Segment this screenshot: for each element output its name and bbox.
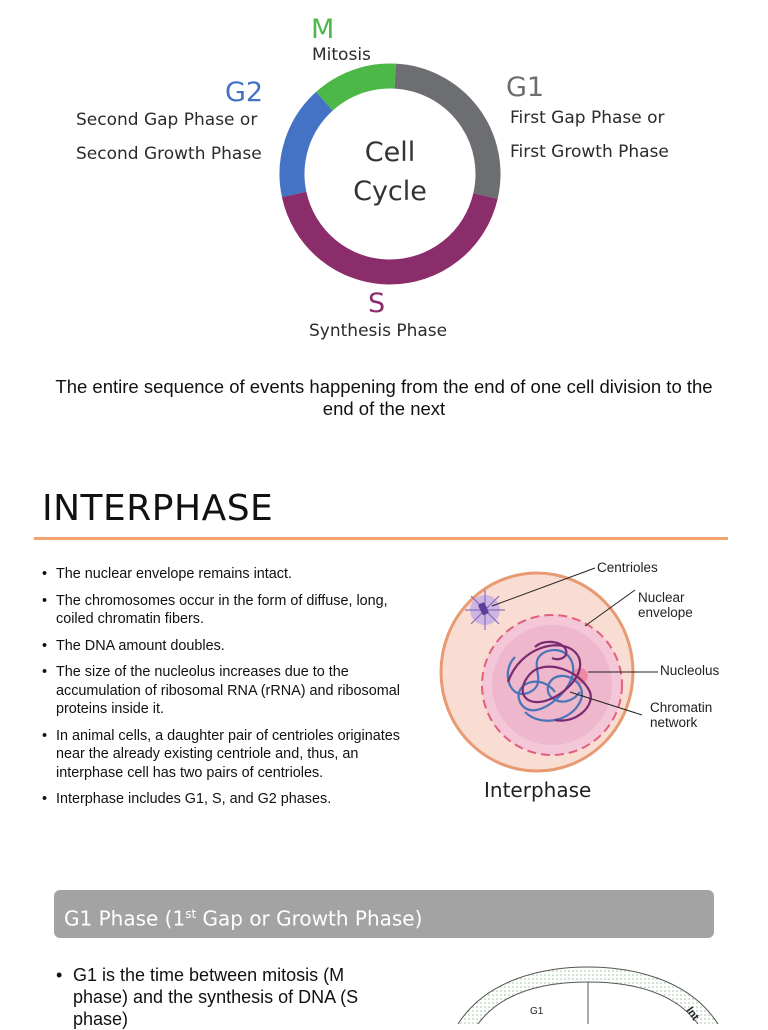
g1-cycle-diagram-partial: G1 Int bbox=[457, 966, 719, 1024]
list-item: The chromosomes occur in the form of dif… bbox=[40, 592, 410, 629]
g1-phase-banner: G1 Phase (1st Gap or Growth Phase) bbox=[54, 890, 714, 938]
cell-cycle-definition: The entire sequence of events happening … bbox=[55, 376, 713, 419]
s-phase-letter: S bbox=[368, 288, 386, 319]
list-item: The DNA amount doubles. bbox=[40, 637, 410, 656]
chromatin-network bbox=[506, 640, 592, 722]
label-chromatin-1: Chromatin bbox=[650, 700, 713, 715]
list-item: The nuclear envelope remains intact. bbox=[40, 565, 410, 584]
cell-cycle-diagram bbox=[279, 63, 501, 285]
banner-text-pre: G1 Phase (1 bbox=[64, 906, 186, 931]
label-nuclear-envelope-1: Nuclear bbox=[638, 590, 685, 605]
banner-text-sup: st bbox=[185, 907, 197, 921]
label-centrioles: Centrioles bbox=[597, 560, 658, 575]
label-chromatin-2: network bbox=[650, 715, 698, 730]
m-phase-label: Mitosis bbox=[312, 45, 371, 65]
g1-phase-letter: G1 bbox=[506, 72, 545, 103]
cycle-arc-m bbox=[316, 63, 396, 111]
centriole bbox=[478, 602, 489, 616]
interphase-cell-illustration bbox=[439, 567, 658, 773]
cycle-center-word-1: Cell bbox=[364, 137, 416, 168]
list-item: The size of the nucleolus increases due … bbox=[40, 663, 410, 719]
g1-diagram-label: G1 bbox=[530, 1006, 544, 1017]
g2-phase-label-line2: Second Growth Phase bbox=[76, 144, 262, 164]
cycle-arc-g1 bbox=[394, 63, 501, 199]
banner-text-post: Gap or Growth Phase) bbox=[196, 906, 423, 931]
section-title-interphase: INTERPHASE bbox=[42, 488, 274, 529]
label-nuclear-envelope-2: envelope bbox=[638, 605, 693, 620]
g1-bullet-text: G1 is the time between mitosis (M phase)… bbox=[73, 965, 359, 1029]
g1-bullet: • G1 is the time between mitosis (M phas… bbox=[56, 964, 386, 1030]
section-divider bbox=[34, 537, 728, 540]
interphase-caption: Interphase bbox=[484, 778, 592, 802]
label-nucleolus: Nucleolus bbox=[660, 663, 720, 678]
g1-phase-label-line1: First Gap Phase or bbox=[510, 108, 665, 128]
cycle-center-word-2: Cycle bbox=[353, 176, 427, 207]
g2-phase-label-line1: Second Gap Phase or bbox=[76, 110, 258, 130]
cycle-arc-g2 bbox=[279, 91, 334, 197]
interphase-bullet-list: The nuclear envelope remains intact. The… bbox=[40, 565, 410, 817]
list-item: Interphase includes G1, S, and G2 phases… bbox=[40, 790, 410, 809]
nucleus-inner bbox=[492, 625, 612, 745]
g1-phase-label-line2: First Growth Phase bbox=[510, 142, 669, 162]
list-item: In animal cells, a daughter pair of cent… bbox=[40, 727, 410, 783]
s-phase-label: Synthesis Phase bbox=[309, 321, 448, 341]
g2-phase-letter: G2 bbox=[225, 77, 264, 108]
m-phase-letter: M bbox=[311, 14, 335, 45]
cycle-arc-s bbox=[281, 191, 498, 285]
label-leader-lines bbox=[491, 567, 658, 716]
